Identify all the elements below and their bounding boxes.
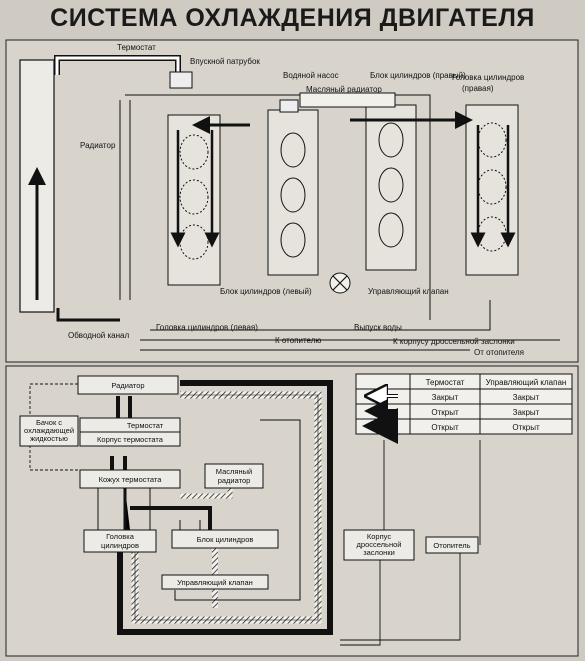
svg-text:Открыт: Открыт [431,408,459,417]
label-head-right-1: Головка цилиндров [452,73,524,82]
label-head-left: Головка цилиндров (левая) [156,323,258,332]
label-block-right: Блок цилиндров (правый) [370,71,466,80]
svg-text:Управляющий клапан: Управляющий клапан [177,578,253,587]
svg-text:Открыт: Открыт [431,423,459,432]
svg-text:Закрыт: Закрыт [432,393,459,402]
svg-text:Термостат: Термостат [127,421,164,430]
label-water-outlet: Выпуск воды [354,323,402,332]
legend-table: Термостат Управляющий клапан Закрыт Закр… [355,373,573,444]
label-to-throttle: К корпусу дроссельной заслонки [393,337,515,346]
block-box [171,529,279,549]
radiator-box [77,375,179,395]
engine-diagram: Термостат Впускной патрубок Водяной насо… [5,39,579,363]
label-head-right-2: (правая) [462,84,494,93]
svg-text:Отопитель: Отопитель [433,541,470,550]
page-title: СИСТЕМА ОХЛАЖДЕНИЯ ДВИГАТЕЛЯ [50,4,535,32]
svg-text:охлаждающей: охлаждающей [24,426,74,435]
svg-text:Корпус термостата: Корпус термостата [97,435,164,444]
flow-hatched-edge [134,394,319,621]
oil-cooler-box [204,463,264,489]
svg-text:Блок цилиндров: Блок цилиндров [197,535,254,544]
label-radiator: Радиатор [80,141,116,150]
heater-lines [340,440,481,646]
label-control-valve: Управляющий клапан [368,287,449,296]
outlet-pipe [150,300,491,331]
radiator-top-hose-inner [55,56,180,82]
tank-line [29,383,78,420]
svg-text:Закрыт: Закрыт [513,393,540,402]
bypass-pipe [119,100,131,300]
svg-text:Закрыт: Закрыт [513,408,540,417]
svg-text:Открыт: Открыт [512,423,540,432]
legend-header-thermostat: Термостат [426,378,465,387]
flow-thin-line [174,419,301,601]
valve-box [161,574,269,590]
right-block-shape [365,104,417,271]
oil-cooler-shape [299,92,396,108]
label-bypass: Обводной канал [68,331,129,340]
label-oil-cooler: Масляный радиатор [306,85,382,94]
water-pump-shape [279,99,299,113]
right-head-shape [465,104,519,276]
thermostat-casing-box [79,469,181,489]
label-thermostat: Термостат [117,43,156,52]
svg-text:дроссельной: дроссельной [357,540,402,549]
thermostat-housing-box [79,431,181,447]
svg-text:заслонки: заслонки [363,548,395,557]
label-inlet-pipe: Впускной патрубок [190,57,260,66]
label-water-pump: Водяной насос [283,71,339,80]
svg-text:цилиндров: цилиндров [101,541,139,550]
svg-text:Кожух термостата: Кожух термостата [99,475,163,484]
radiator-box-label: Радиатор [111,381,144,390]
thermostat-shape [169,71,193,89]
flow-black-line [117,380,333,635]
label-from-heater: От отопителя [474,348,524,357]
svg-text:жидкостью: жидкостью [30,434,68,443]
left-block-shape [267,109,319,276]
svg-text:Корпус: Корпус [367,532,391,541]
svg-text:радиатор: радиатор [218,476,251,485]
svg-text:Головка: Головка [106,532,135,541]
svg-text:Бачок с: Бачок с [36,418,62,427]
throttle-box [343,529,415,561]
lower-pipes [140,339,560,351]
radiator-bottom-hose [56,308,120,322]
head-box [83,529,157,553]
label-block-left: Блок цилиндров (левый) [220,287,312,296]
svg-text:Масляный: Масляный [216,467,252,476]
legend-header-valve: Управляющий клапан [486,378,567,387]
flow-diagram: Радиатор Бачок с охлаждающей жидкостью Т… [5,365,579,657]
label-to-heater: К отопителю [275,336,321,345]
tank-box [19,415,79,447]
upper-pipe [125,94,431,320]
heater-box [425,536,479,554]
